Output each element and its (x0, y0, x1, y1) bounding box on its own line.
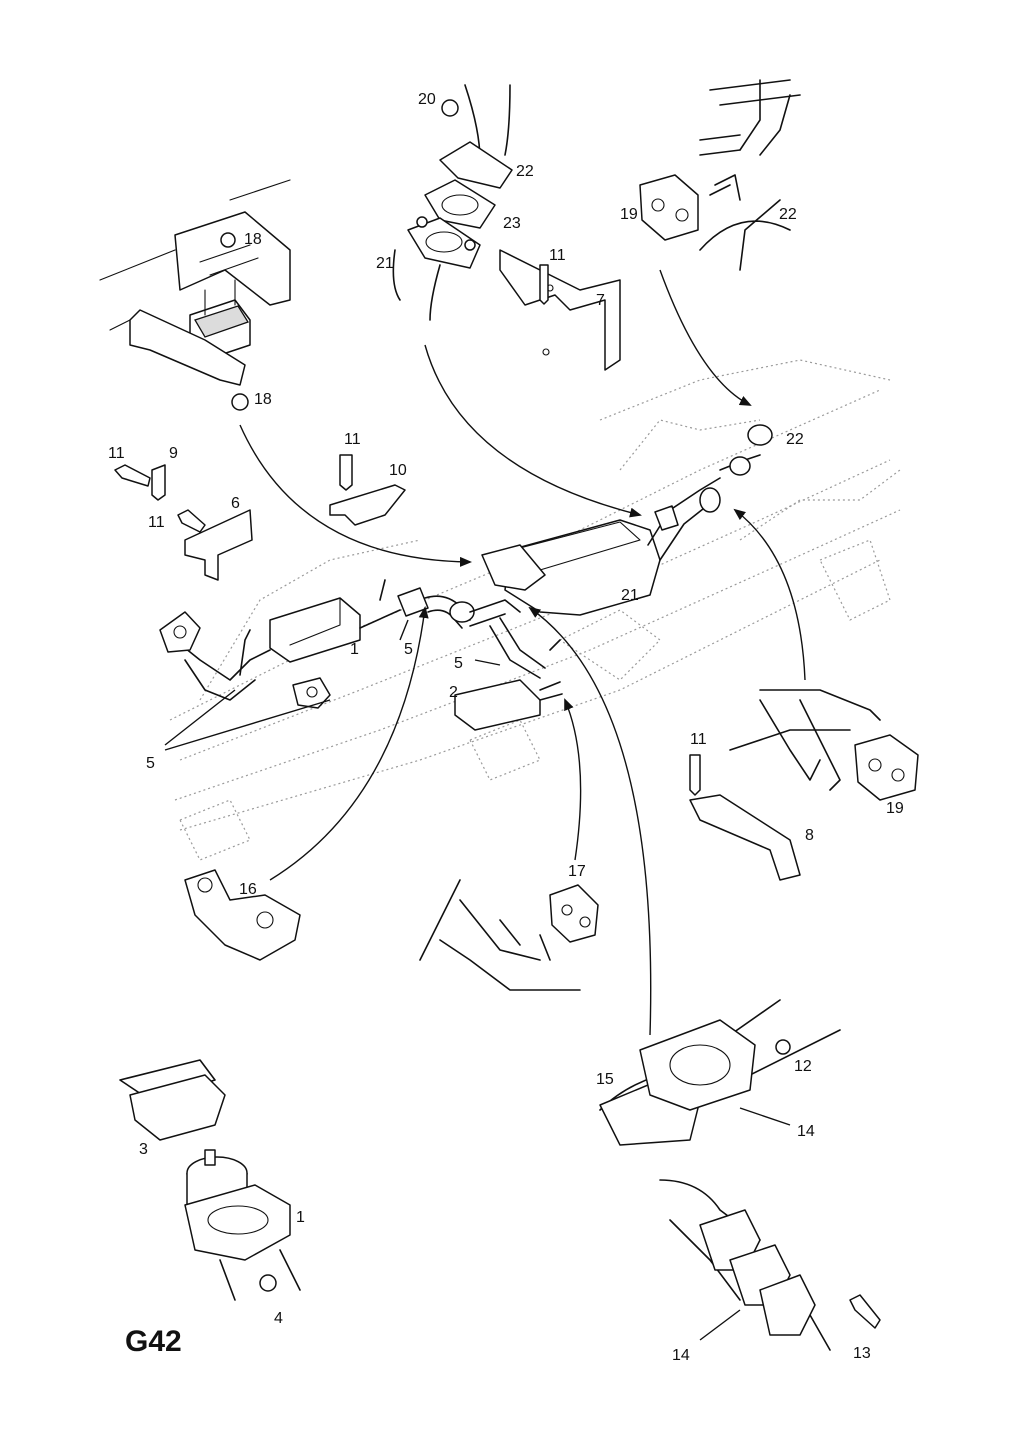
rubber-hanger (639, 174, 699, 241)
callout-20: 20 (418, 91, 436, 108)
callout-22: 22 (516, 163, 534, 180)
spring-bolt (204, 1149, 216, 1166)
callout-12: 12 (794, 1058, 812, 1075)
callout-9: 9 (169, 445, 178, 462)
callout-14: 14 (672, 1347, 690, 1364)
callout-15: 15 (596, 1071, 614, 1088)
small-parts-left (114, 454, 406, 581)
callout-11: 11 (148, 514, 165, 531)
exhaust-assembly (159, 424, 773, 731)
detail-bracket-7 (499, 249, 621, 371)
callout-17: 17 (568, 863, 586, 880)
callout-5: 5 (404, 641, 413, 658)
detail-bracket-8 (689, 689, 919, 881)
bolt-icon (339, 454, 353, 491)
callout-1: 1 (296, 1209, 305, 1226)
flange-ring (184, 1184, 291, 1261)
callout-6: 6 (231, 495, 240, 512)
callout-21: 21 (376, 255, 394, 272)
nut-icon (231, 393, 249, 411)
detail-flange-assembly (392, 84, 513, 321)
callout-11: 11 (549, 247, 566, 264)
muffler (504, 519, 661, 616)
callout-1: 1 (350, 641, 359, 658)
callout-5: 5 (146, 755, 155, 772)
nut-icon (441, 99, 459, 117)
leader-arrows (164, 269, 806, 1341)
callout-11: 11 (108, 445, 125, 462)
callout-labels: 20 22 23 21 11 7 19 22 18 18 11 9 11 10 … (108, 91, 904, 1364)
nut-icon (259, 1274, 277, 1292)
bracket (499, 249, 621, 371)
bolt-icon (177, 509, 206, 533)
callout-11: 11 (690, 731, 707, 748)
bolt-icon (114, 464, 151, 487)
nut-icon (220, 232, 236, 248)
callout-19: 19 (620, 206, 638, 223)
detail-rear-hanger (639, 79, 801, 271)
clamp-band (639, 1019, 756, 1111)
bracket (329, 484, 406, 526)
callout-18: 18 (244, 231, 262, 248)
nut-icon (775, 1039, 791, 1055)
callout-7: 7 (596, 292, 605, 309)
callout-4: 4 (274, 1310, 283, 1327)
callout-16: 16 (239, 881, 257, 898)
bolt-icon (689, 754, 701, 796)
bracket (184, 509, 253, 581)
callout-14: 14 (797, 1123, 815, 1140)
detail-flange-joint (119, 1059, 301, 1301)
diagram-code: G42 (125, 1325, 182, 1358)
bracket (689, 794, 801, 881)
catalytic-converter (269, 597, 361, 663)
callout-22: 22 (779, 206, 797, 223)
rubber-hanger (549, 884, 599, 943)
gasket-flange (439, 141, 513, 189)
callout-22: 22 (786, 431, 804, 448)
detail-bracket-16 (184, 869, 301, 961)
bracket (184, 869, 301, 961)
heat-shield (174, 211, 291, 306)
callout-13: 13 (853, 1345, 871, 1362)
callout-2: 2 (449, 684, 458, 701)
callout-10: 10 (389, 462, 407, 479)
clip (151, 464, 166, 501)
bolt-icon (539, 264, 549, 305)
callout-21: 21 (621, 587, 639, 604)
callout-8: 8 (805, 827, 814, 844)
rubber-hanger (854, 734, 919, 801)
bolt-icon (849, 1294, 881, 1329)
callout-23: 23 (503, 215, 521, 232)
callout-19: 19 (886, 800, 904, 817)
detail-clamp-joint (599, 999, 881, 1351)
callout-11: 11 (344, 431, 361, 448)
flange-gasket (424, 179, 496, 229)
callout-5: 5 (454, 655, 463, 672)
detail-heat-shield-mount (99, 179, 291, 411)
front-flange (159, 611, 201, 653)
detail-hanger-17 (419, 879, 599, 991)
callout-3: 3 (139, 1141, 148, 1158)
callout-18: 18 (254, 391, 272, 408)
